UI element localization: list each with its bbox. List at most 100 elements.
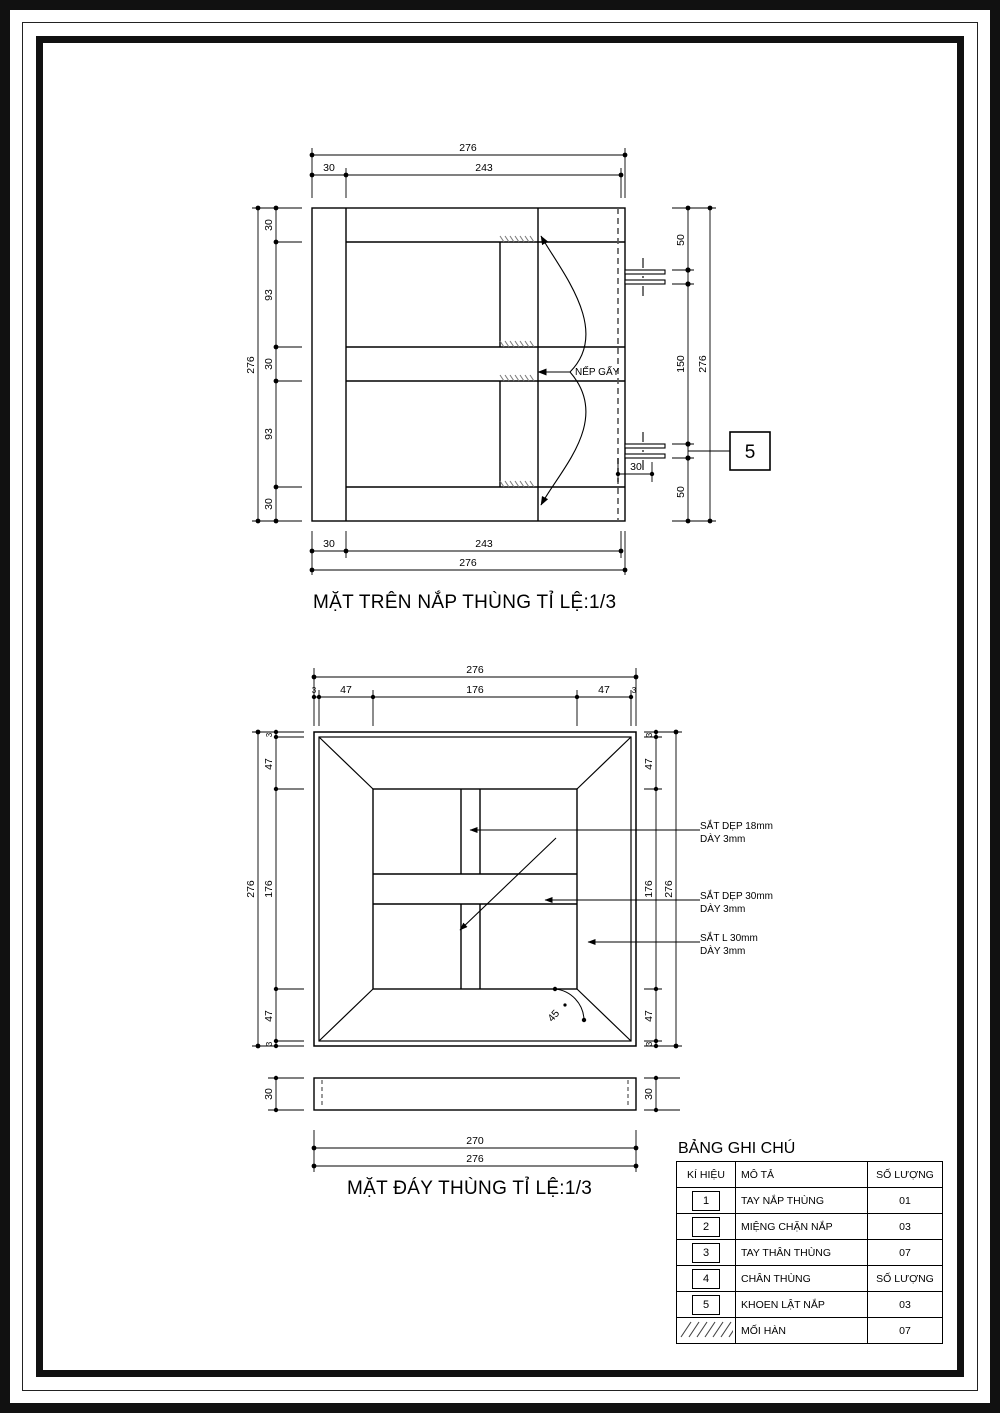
dim-base-top-176: 176	[466, 684, 484, 696]
row-symbol-cell: 3	[676, 1239, 736, 1266]
row-quantity: 01	[867, 1187, 943, 1214]
header-so-luong: SỐ LƯỢNG	[867, 1161, 943, 1188]
base-left-dim-ticks	[255, 729, 279, 1049]
dim-base-left-3b: 3	[265, 1041, 274, 1046]
lid-top-view-title: MẶT TRÊN NẮP THÙNG TỈ LỆ:1/3	[313, 592, 617, 613]
dim-base-top-overall: 276	[466, 664, 484, 676]
base-rail-height-ticks	[273, 1075, 659, 1113]
lid-right-dim-ticks	[685, 205, 713, 524]
lid-detail-30-ticks	[615, 471, 655, 477]
base-right-dim-ticks	[653, 729, 679, 1049]
dim-base-left-47b: 47	[263, 1010, 275, 1022]
row-symbol-cell	[676, 1317, 736, 1344]
ann-flat30-line1: SẮT DẸP 30mm	[700, 889, 773, 902]
row-quantity: 07	[867, 1239, 943, 1266]
ann-flat18-line1: SẮT DẸP 18mm	[700, 819, 773, 832]
dim-lid-top-243: 243	[475, 162, 493, 174]
lid-top-dim-ticks	[309, 152, 628, 178]
base-left-dimensions	[252, 731, 304, 1047]
dim-lid-right-overall: 276	[697, 355, 709, 373]
dim-base-top-47b: 47	[598, 684, 610, 696]
dim-base-left-3a: 3	[265, 732, 274, 737]
dim-base-left-overall: 276	[245, 880, 257, 898]
base-top-dimensions	[313, 668, 637, 726]
notes-table-title: BẢNG GHI CHÚ	[678, 1140, 796, 1157]
dim-lid-bottom-243: 243	[475, 538, 493, 550]
lid-bottom-dim-ticks	[309, 548, 628, 573]
dim-lid-bottom-30: 30	[323, 538, 335, 550]
base-45-ticks	[552, 986, 587, 1023]
dim-lid-left-overall: 276	[245, 356, 257, 374]
dim-lid-right-150: 150	[675, 355, 687, 373]
row-symbol-cell: 4	[676, 1265, 736, 1292]
dim-base-rail-270: 270	[466, 1135, 484, 1147]
dim-lid-left-30a: 30	[263, 219, 275, 231]
lid-top-view-geometry	[311, 207, 626, 522]
dim-lid-detail-30: 30	[630, 461, 642, 473]
row-symbol-cell: 5	[676, 1291, 736, 1318]
base-annotation-underlines	[690, 829, 700, 943]
latch-detail-lower	[624, 432, 666, 470]
dim-base-rail-height-right: 30	[643, 1088, 655, 1100]
dim-base-rail-276: 276	[466, 1153, 484, 1165]
callout-5-box	[729, 431, 771, 471]
base-right-dimensions	[644, 731, 682, 1047]
dim-lid-left-93b: 93	[263, 428, 275, 440]
header-ki-hieu: KÍ HIỆU	[676, 1161, 736, 1188]
dim-base-left-176: 176	[263, 880, 275, 898]
base-side-rail	[313, 1077, 637, 1111]
nep-gay-leader	[537, 235, 587, 506]
dim-base-rail-height-left: 30	[263, 1088, 275, 1100]
weld-marks-lid	[499, 235, 535, 488]
header-mo-ta: MÔ TẢ	[735, 1161, 868, 1188]
row-description: MIỆNG CHẶN NẮP	[735, 1213, 868, 1240]
dim-lid-top-overall: 276	[459, 142, 477, 154]
notes-table-header-row: KÍ HIỆU MÔ TẢ SỐ LƯỢNG	[676, 1161, 943, 1188]
ann-angleL30-line1: SẮT L 30mm	[700, 931, 758, 944]
weld-hatch-icon	[680, 1321, 733, 1338]
lid-top-dimensions	[311, 148, 626, 198]
page-inner-border	[36, 36, 964, 1377]
dim-lid-left-30c: 30	[263, 498, 275, 510]
symbol-box-5: 5	[692, 1294, 720, 1315]
row-quantity: 07	[867, 1317, 943, 1344]
row-symbol-cell: 1	[676, 1187, 736, 1214]
row-quantity: SỐ LƯỢNG	[867, 1265, 943, 1292]
base-rail-length-dims	[313, 1130, 637, 1172]
dim-base-right-47b: 47	[643, 1010, 655, 1022]
row-symbol-cell: 2	[676, 1213, 736, 1240]
callout-5-label: 5	[745, 442, 756, 463]
lid-left-dimensions	[252, 207, 302, 522]
base-45-angle	[554, 988, 585, 1021]
lid-left-dim-ticks	[255, 205, 279, 524]
dim-base-right-3b: 3	[645, 1041, 654, 1046]
dim-lid-bottom-overall: 276	[459, 557, 477, 569]
row-quantity: 03	[867, 1213, 943, 1240]
row-description: KHOEN LẬT NẮP	[735, 1291, 868, 1318]
base-top-dim-ticks	[311, 674, 639, 700]
dim-lid-right-50a: 50	[675, 234, 687, 246]
symbol-box-3: 3	[692, 1242, 720, 1263]
nep-gay-label: NẾP GẤY	[575, 365, 620, 378]
dim-base-top-47a: 47	[340, 684, 352, 696]
base-rail-length-ticks	[311, 1145, 639, 1169]
symbol-box-2: 2	[692, 1216, 720, 1237]
symbol-box-4: 4	[692, 1268, 720, 1289]
base-annotation-leaders	[459, 827, 690, 945]
dim-lid-left-93a: 93	[263, 289, 275, 301]
base-view-title: MẶT ĐÁY THÙNG TỈ LỆ:1/3	[347, 1178, 593, 1199]
dim-base-right-176: 176	[643, 880, 655, 898]
dim-base-top-3a: 3	[312, 686, 317, 695]
latch-detail-upper	[624, 258, 666, 296]
dim-base-right-overall: 276	[663, 880, 675, 898]
dim-base-right-47a: 47	[643, 758, 655, 770]
